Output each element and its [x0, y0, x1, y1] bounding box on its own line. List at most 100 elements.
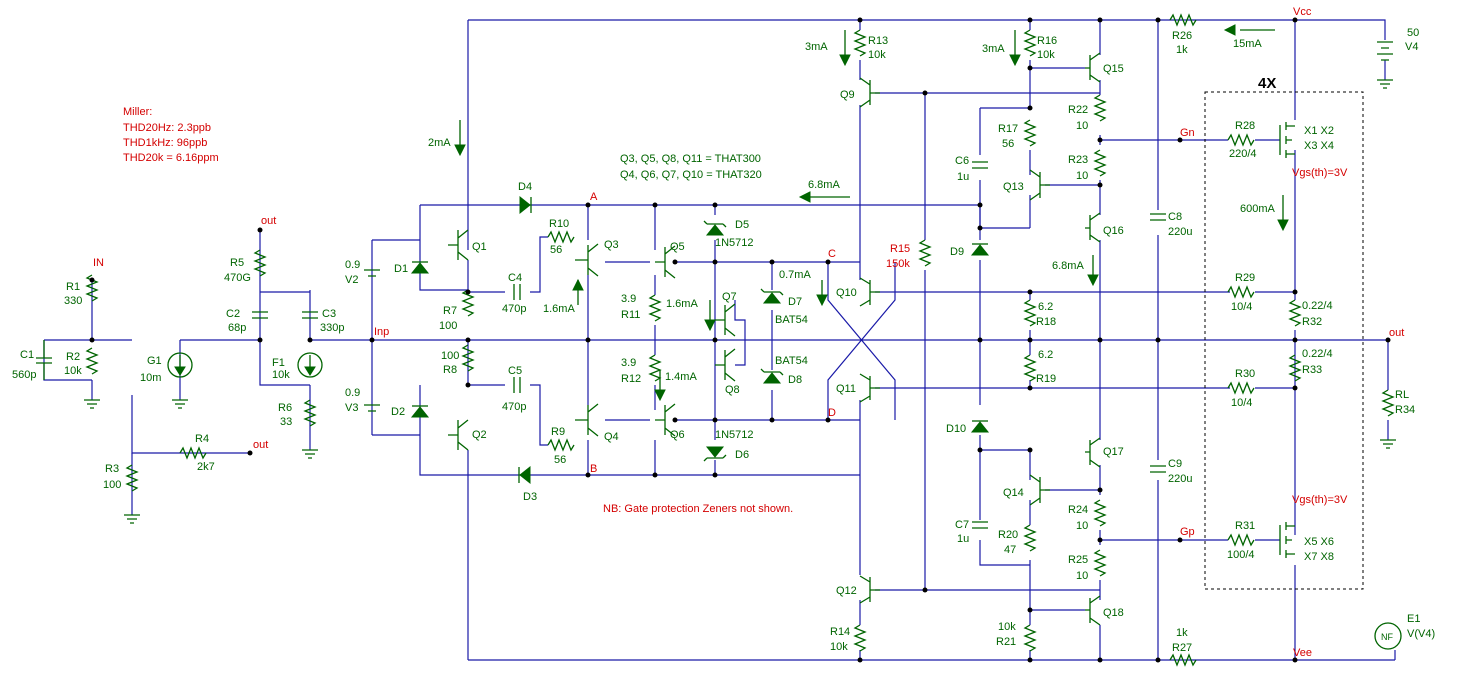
label-components-C8-1: 220u — [1168, 226, 1192, 238]
label-components-Q4: Q4 — [604, 431, 619, 443]
label-components-D10: D10 — [946, 423, 966, 435]
label-components-R1-0: R1 — [66, 281, 80, 293]
label-components-D6-1: D6 — [735, 449, 749, 461]
label-currents-i1_6mA_a: 1.6mA — [543, 303, 575, 315]
label-components-C5-0: C5 — [508, 365, 522, 377]
Q3-symbol — [575, 243, 599, 277]
label-components-R13-0: R13 — [868, 35, 888, 47]
label-components-C3-1: 330p — [320, 322, 344, 334]
label-components-Q1: Q1 — [472, 241, 487, 253]
label-components-D1: D1 — [394, 263, 408, 275]
C6-plates — [972, 161, 988, 169]
label-components-Q8: Q8 — [725, 384, 740, 396]
label-components-C5-1: 470p — [502, 401, 526, 413]
label-components-R29-1: 10/4 — [1231, 301, 1252, 313]
Q13-symbol — [1029, 169, 1050, 201]
C8-plates — [1150, 213, 1166, 221]
label-components-E1_sym: NF — [1381, 632, 1393, 642]
R2-zigzag — [85, 347, 99, 375]
label-components-C7-0: C7 — [955, 519, 969, 531]
R34-zigzag — [1381, 389, 1395, 417]
label-components-X_bot-0: X5 X6 — [1304, 536, 1334, 548]
label-components-R16-1: 10k — [1037, 49, 1055, 61]
label-components-Q5: Q5 — [670, 241, 685, 253]
R6-zigzag — [303, 399, 317, 427]
D7-symbol — [762, 292, 782, 304]
label-components-F1-1: 10k — [272, 369, 290, 381]
label-components-RL-0: RL — [1395, 389, 1409, 401]
label-components-R15-1: 150k — [886, 258, 910, 270]
label-components-R31-1: 100/4 — [1227, 549, 1255, 561]
label-components-R30-1: 10/4 — [1231, 397, 1252, 409]
label-components-D7-0: D7 — [788, 296, 802, 308]
label-components-D7-1: BAT54 — [775, 314, 808, 326]
R1-zigzag — [85, 274, 99, 302]
label-currents-i600mA: 600mA — [1240, 203, 1276, 215]
R11-zigzag — [648, 294, 662, 322]
X1-symbol — [1279, 122, 1295, 158]
R4-zigzag — [179, 446, 207, 460]
label-currents-i6_8mA_b: 6.8mA — [1052, 260, 1084, 272]
V2-plates — [364, 269, 380, 277]
output-stage-4x-box — [1204, 91, 1364, 590]
net-b: B — [590, 463, 597, 475]
label-components-R19-0: 6.2 — [1038, 349, 1053, 361]
label-components-R10-1: 56 — [550, 244, 562, 256]
R29-zigzag — [1227, 285, 1255, 299]
label-components-Q9: Q9 — [840, 89, 855, 101]
label-components-D8-0: BAT54 — [775, 355, 808, 367]
D2-symbol — [410, 406, 430, 418]
R3-zigzag — [125, 464, 139, 492]
net-out-main: out — [1389, 327, 1404, 339]
D8-symbol — [762, 372, 782, 384]
R18-zigzag — [1023, 299, 1037, 327]
D4-symbol — [519, 195, 531, 215]
label-components-R28-0: R28 — [1235, 120, 1255, 132]
ground-g1 — [172, 399, 188, 409]
V3-plates — [364, 404, 380, 412]
R28-zigzag — [1227, 133, 1255, 147]
R12-zigzag — [648, 354, 662, 382]
Q9-symbol — [859, 77, 880, 108]
label-components-C6-1: 1u — [957, 171, 969, 183]
label-components-Q2: Q2 — [472, 429, 487, 441]
label-components-R22-0: R22 — [1068, 104, 1088, 116]
label-components-Q13: Q13 — [1003, 181, 1024, 193]
label-components-R18-0: 6.2 — [1038, 301, 1053, 313]
label-currents-i2mA: 2mA — [428, 137, 451, 149]
label-components-V3-1: V3 — [345, 402, 358, 414]
Q7-symbol — [715, 303, 736, 337]
label-currents-i3mA_a: 3mA — [805, 41, 828, 53]
label-components-R14-1: 10k — [830, 641, 848, 653]
label-components-R12-0: 3.9 — [621, 357, 636, 369]
label-components-R3-1: 100 — [103, 479, 121, 491]
R9-zigzag — [547, 438, 575, 452]
label-components-R24-0: R24 — [1068, 504, 1088, 516]
label-components-R25-0: R25 — [1068, 554, 1088, 566]
label-components-G1-1: 10m — [140, 372, 161, 384]
C9-plates — [1150, 465, 1166, 473]
label-components-R2-1: 10k — [64, 365, 82, 377]
label-components-X_top-0: X1 X2 — [1304, 125, 1334, 137]
label-components-C3-0: C3 — [322, 308, 336, 320]
miller-title: Miller: — [123, 106, 152, 118]
R31-zigzag — [1227, 533, 1255, 547]
label-components-C2-0: C2 — [226, 308, 240, 320]
net-d: D — [828, 407, 836, 419]
label-currents-i6_8mA: 6.8mA — [808, 179, 840, 191]
label-components-X_top-1: X3 X4 — [1304, 140, 1334, 152]
label-components-F1-0: F1 — [272, 357, 285, 369]
label-components-D4: D4 — [518, 181, 532, 193]
label-components-D3: D3 — [523, 491, 537, 503]
label-components-R11-1: R11 — [621, 309, 640, 321]
label-components-D2: D2 — [391, 406, 405, 418]
label-components-R23-0: R23 — [1068, 154, 1088, 166]
label-currents-i1_6mA_b: 1.6mA — [666, 298, 698, 310]
label-components-D9: D9 — [950, 246, 964, 258]
net-vcc: Vcc — [1293, 6, 1312, 18]
C5-plates — [513, 377, 521, 393]
label-components-R5-1: 470G — [224, 272, 251, 284]
R8-zigzag — [461, 344, 475, 372]
multiplier-label: 4X — [1258, 75, 1276, 92]
